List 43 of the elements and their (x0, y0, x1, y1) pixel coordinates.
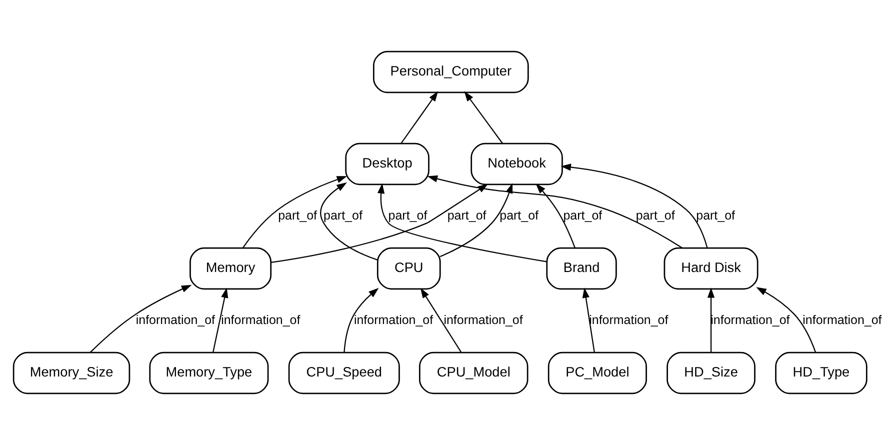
node-box: CPU (376, 247, 441, 290)
edge-label: part_of (563, 208, 602, 222)
arrow (320, 182, 378, 260)
node-box: HD_Size (666, 352, 756, 394)
node-box: HD_Type (775, 352, 868, 394)
node-box: Personal_Computer (372, 50, 529, 94)
arrow (420, 288, 462, 352)
edge-label: information_of (710, 312, 790, 327)
arrow (536, 183, 576, 248)
arrow (582, 288, 595, 352)
edge-label: information_of (136, 312, 216, 327)
node-box: CPU_Speed (288, 352, 400, 394)
arrow (756, 287, 816, 352)
arrow (464, 91, 503, 144)
arrow (427, 175, 682, 248)
edge-label: information_of (802, 312, 882, 327)
node-box: PC_Model (548, 352, 647, 394)
edge-label: information_of (589, 312, 668, 327)
edge-label: part_of (447, 208, 486, 222)
edge-label: part_of (324, 208, 362, 222)
node-box: Memory_Size (12, 352, 130, 394)
edge-label: part_of (636, 208, 675, 222)
node-box: Notebook (470, 142, 563, 186)
arrow (212, 288, 228, 352)
edge-label: part_of (500, 208, 538, 222)
arrow (242, 176, 348, 248)
arrow (560, 164, 708, 248)
edge-label: information_of (354, 312, 434, 327)
edge-label: part_of (388, 208, 428, 222)
node-box: Memory (190, 247, 272, 290)
node-box: CPU_Model (418, 352, 528, 394)
node-box: Memory_Type (149, 352, 269, 394)
arrow (400, 91, 438, 144)
edge-label: information_of (444, 312, 523, 327)
node-box: Brand (546, 247, 617, 290)
arrow (707, 288, 715, 352)
node-box: Hard Disk (664, 247, 758, 290)
edge-label: part_of (278, 208, 317, 222)
edge-label: part_of (696, 208, 736, 222)
edge-label: information_of (221, 312, 300, 327)
arrow (344, 288, 379, 352)
arrow (90, 284, 192, 353)
node-box: Desktop (345, 142, 430, 186)
